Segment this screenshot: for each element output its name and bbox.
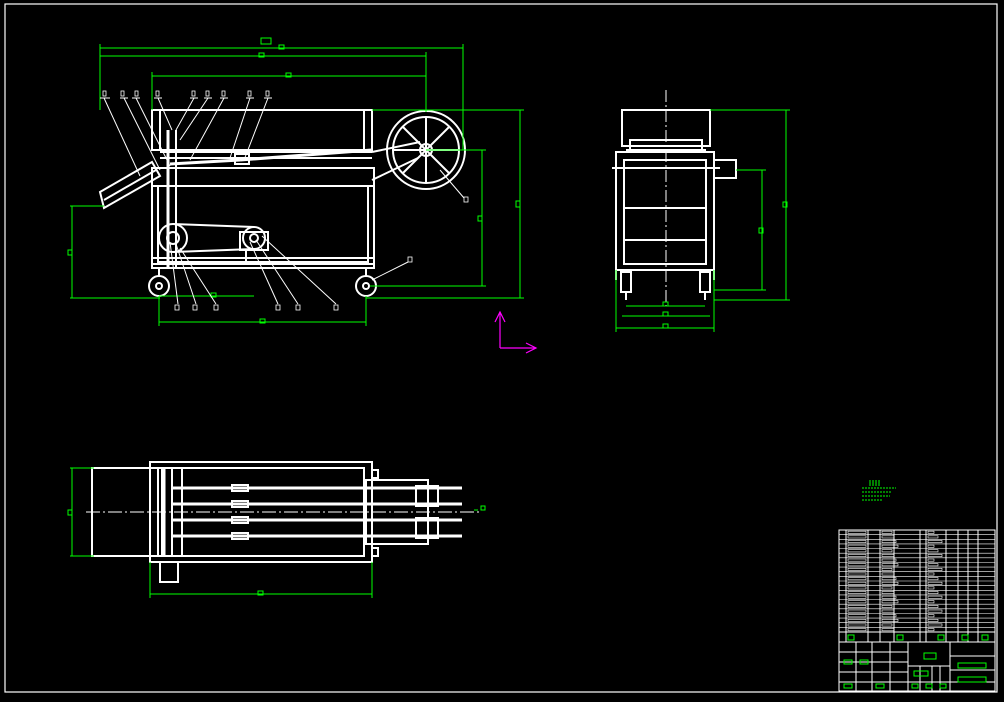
bom-cell-text xyxy=(927,577,939,581)
bom-cell-text xyxy=(881,605,893,608)
front-view-leaders xyxy=(100,97,465,305)
bom-cell-text xyxy=(927,614,935,618)
bom-cell-text xyxy=(927,595,943,599)
bom-cell-text xyxy=(881,544,899,548)
bom-cell-text xyxy=(847,581,867,585)
bom-cell-text xyxy=(927,618,939,622)
bom-cell-text xyxy=(881,540,897,544)
bom-cell-text xyxy=(881,591,895,595)
bom-cell-text xyxy=(847,595,867,599)
bom-cell-text xyxy=(847,600,867,604)
top-view-dimensions xyxy=(67,467,486,598)
bom-cell-text xyxy=(881,586,893,590)
bom-cell-text xyxy=(927,609,943,613)
bom-cell-text xyxy=(927,572,935,576)
bom-cell-text xyxy=(847,586,867,590)
bom-cell-text xyxy=(881,618,899,622)
bom-cell-text xyxy=(881,549,893,553)
bom-cell-text xyxy=(881,577,897,581)
bom-cell-text xyxy=(927,623,943,627)
front-view-dimensions xyxy=(67,37,524,326)
sheet-border xyxy=(4,3,998,693)
bom-cell-text xyxy=(847,549,867,553)
bom-cell-text xyxy=(847,605,867,608)
front-view xyxy=(98,109,466,297)
bom-cell-text xyxy=(927,530,935,534)
bom-cell-text xyxy=(881,623,893,627)
title-block-fields xyxy=(843,634,989,689)
side-view xyxy=(612,109,737,300)
bom-cell-text xyxy=(847,558,867,562)
bom-cell-text xyxy=(927,563,939,567)
ucs-axis-icon xyxy=(494,310,538,354)
bom-cell-text xyxy=(881,535,895,539)
bom-cell-text xyxy=(881,595,897,599)
bom-cell-text xyxy=(881,600,899,604)
bom-cell-text xyxy=(927,581,943,585)
bom-cell-text xyxy=(847,554,867,557)
bom-cell-text xyxy=(847,623,867,627)
bom-cell-text xyxy=(927,628,935,632)
bom-cell-text xyxy=(927,558,935,562)
bom-cell-text xyxy=(927,586,935,590)
bom-cell-text xyxy=(847,567,867,571)
bom-cell-text xyxy=(927,554,943,557)
bom-cell-text xyxy=(881,614,897,618)
bom-cell-text xyxy=(881,567,893,571)
bom-cell-text xyxy=(847,628,867,632)
bom-cell-text xyxy=(881,558,897,562)
bom-cell-text xyxy=(927,544,935,548)
bom-cell-text xyxy=(881,530,893,534)
bom-cell-text xyxy=(927,605,939,608)
bom-cell-text xyxy=(847,591,867,595)
bom-cell-text xyxy=(927,535,939,539)
bom-cell-text xyxy=(881,609,895,613)
bom-cell-text xyxy=(927,540,943,544)
bom-cell-text xyxy=(847,563,867,567)
bom-cell-text xyxy=(847,618,867,622)
top-view xyxy=(91,461,462,583)
bom-cell-text xyxy=(881,572,895,576)
bom-cell-text xyxy=(847,544,867,548)
bom-cell-text xyxy=(847,530,867,534)
bom-cell-text xyxy=(927,600,935,604)
bom-cell-text xyxy=(847,572,867,576)
bom-cell-text xyxy=(847,577,867,581)
balloon-markers xyxy=(102,90,469,311)
bom-cell-text xyxy=(881,581,899,585)
bom-cell-text xyxy=(927,591,939,595)
bom-cell-text xyxy=(881,563,899,567)
technical-notes xyxy=(862,480,896,501)
bom-cell-text xyxy=(881,554,895,557)
side-view-dimensions xyxy=(615,90,790,332)
bom-cell-text xyxy=(881,628,895,632)
bom-cell-text xyxy=(847,614,867,618)
bom-cell-text xyxy=(847,609,867,613)
bom-cell-text xyxy=(927,549,939,553)
bom-cell-text xyxy=(847,535,867,539)
bom-table xyxy=(839,530,995,632)
bom-cell-text xyxy=(927,567,943,571)
bom-cell-text xyxy=(847,540,867,544)
